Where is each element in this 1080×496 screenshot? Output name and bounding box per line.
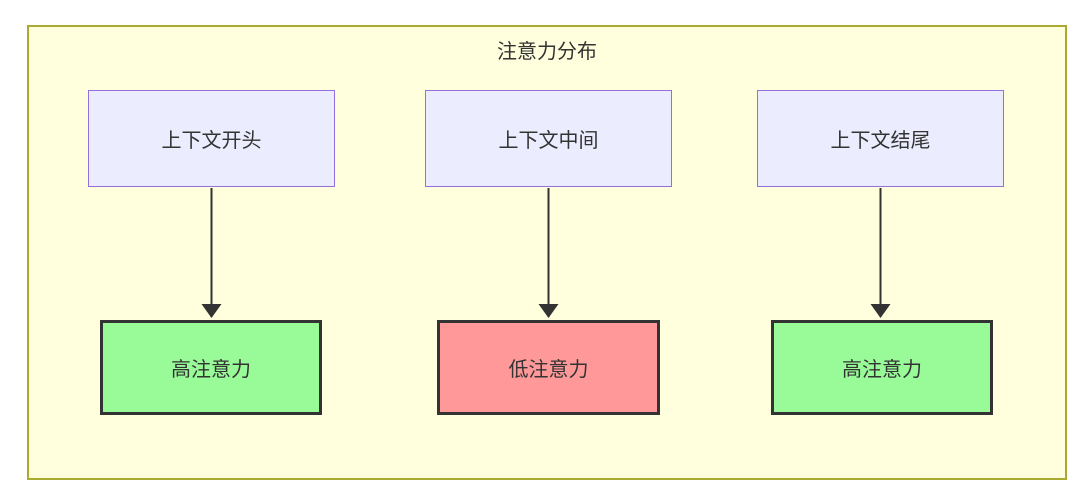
- diagram-title: 注意力分布: [497, 41, 597, 63]
- node-attention-high-1: 高注意力: [100, 320, 322, 415]
- node-label: 高注意力: [842, 359, 922, 381]
- node-attention-high-2: 高注意力: [771, 320, 993, 415]
- node-label: 上下文中间: [498, 130, 599, 152]
- node-attention-low: 低注意力: [437, 320, 660, 415]
- node-label: 高注意力: [171, 359, 251, 381]
- node-context-end: 上下文结尾: [757, 90, 1004, 187]
- node-context-middle: 上下文中间: [425, 90, 672, 187]
- node-label: 上下文结尾: [830, 130, 931, 152]
- node-context-start: 上下文开头: [88, 90, 335, 187]
- node-label: 低注意力: [508, 359, 589, 381]
- node-label: 上下文开头: [161, 130, 262, 152]
